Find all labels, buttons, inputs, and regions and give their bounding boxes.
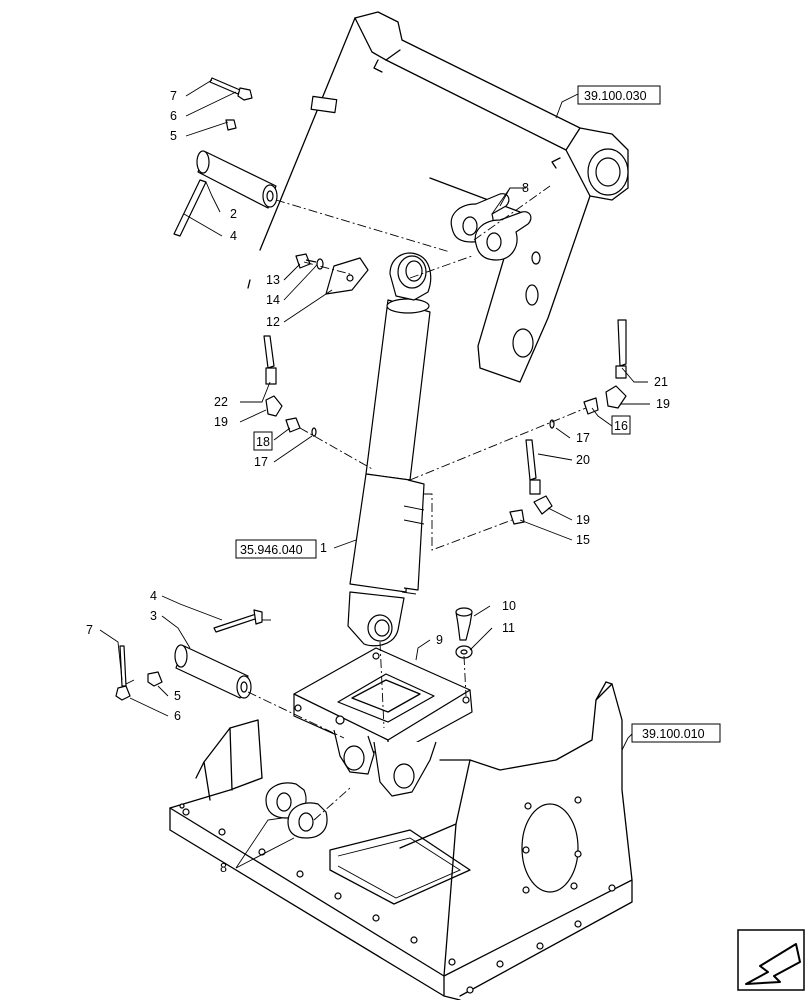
right-fittings (509, 319, 627, 525)
callout-20: 20 (576, 453, 590, 467)
mount-bracket (293, 647, 473, 797)
callout-6: 6 (170, 109, 177, 123)
callout-17: 17 (254, 455, 268, 469)
ref-box-cylinder[interactable]: 35.946.040 (235, 539, 317, 559)
callout-5: 5 (174, 689, 181, 703)
ref-upper-frame-label: 39.100.030 (584, 89, 647, 103)
center-lines (125, 185, 587, 821)
leader-lines (99, 79, 650, 869)
callout-8: 8 (220, 861, 227, 875)
ref-cylinder-label: 35.946.040 (240, 543, 303, 557)
back-arrow-icon[interactable] (737, 929, 805, 991)
hydraulic-cylinder (347, 252, 432, 647)
washers-lower (265, 782, 328, 839)
ref-box-18[interactable]: 18 (253, 431, 273, 451)
callout-9: 9 (436, 633, 443, 647)
ref-box-upper-frame[interactable]: 39.100.030 (577, 85, 661, 105)
upper-pin-group (173, 77, 278, 237)
left-fittings (263, 335, 317, 437)
callout-numbers: 7 6 5 2 4 8 13 14 12 22 19 17 21 19 17 2… (86, 89, 670, 875)
small-bracket-group (295, 253, 369, 295)
callout-4: 4 (150, 589, 157, 603)
callout-7: 7 (86, 623, 93, 637)
ref-16-label: 16 (614, 419, 628, 433)
callout-15: 15 (576, 533, 590, 547)
callout-10: 10 (502, 599, 516, 613)
callout-4: 4 (230, 229, 237, 243)
ref-box-lower-frame[interactable]: 39.100.010 (631, 723, 721, 743)
upper-frame (247, 11, 629, 383)
callout-7: 7 (170, 89, 177, 103)
callout-12: 12 (266, 315, 280, 329)
callout-19: 19 (576, 513, 590, 527)
callout-1: 1 (320, 541, 327, 555)
callout-5: 5 (170, 129, 177, 143)
callout-2: 2 (230, 207, 237, 221)
callout-11: 11 (502, 621, 515, 635)
callout-8: 8 (522, 181, 529, 195)
callout-21: 21 (654, 375, 668, 389)
callout-13: 13 (266, 273, 280, 287)
callout-6: 6 (174, 709, 181, 723)
lower-pin-group (115, 609, 263, 701)
callout-14: 14 (266, 293, 280, 307)
washers-upper (450, 193, 532, 261)
ref-lower-frame-label: 39.100.010 (642, 727, 705, 741)
lower-frame (169, 681, 633, 1000)
bolt-washer-group (455, 607, 473, 659)
callout-3: 3 (150, 609, 157, 623)
callout-19: 19 (214, 415, 228, 429)
callout-22: 22 (214, 395, 228, 409)
callout-19: 19 (656, 397, 670, 411)
ref-18-label: 18 (256, 435, 270, 449)
ref-box-16[interactable]: 16 (611, 415, 631, 435)
callout-17: 17 (576, 431, 590, 445)
